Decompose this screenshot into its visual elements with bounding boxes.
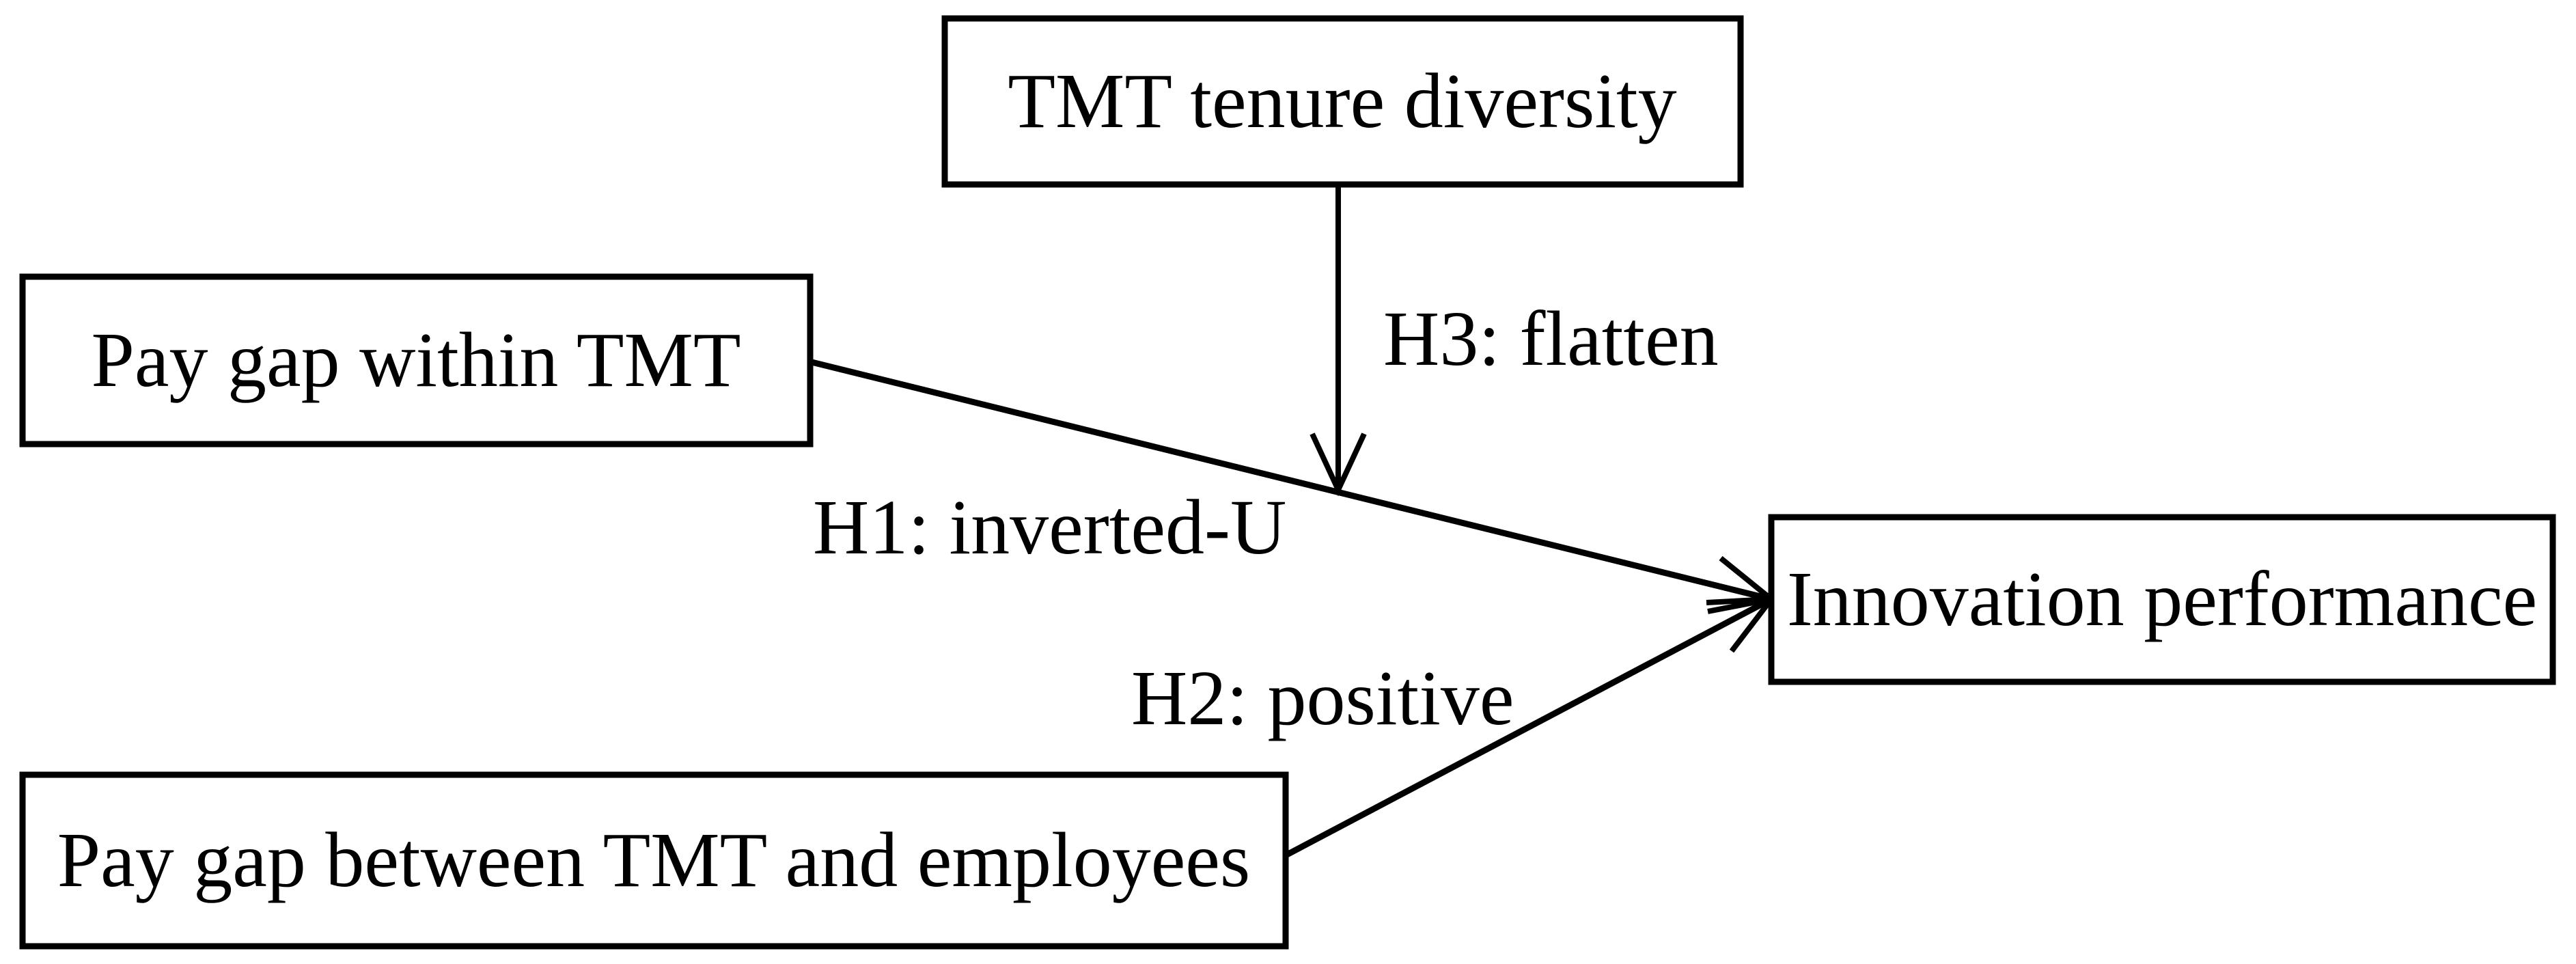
- node-label: Pay gap within TMT: [91, 316, 740, 403]
- node-label: Innovation performance: [1787, 555, 2537, 642]
- node-innovation-performance: Innovation performance: [1768, 514, 2556, 685]
- node-label: Pay gap between TMT and employees: [57, 816, 1251, 903]
- edge-label-h1: H1: inverted-U: [813, 484, 1286, 570]
- edge-h1-line: [805, 357, 1773, 603]
- node-box: [19, 273, 814, 447]
- node-box: [19, 771, 1289, 950]
- node-pay-gap-within-tmt: Pay gap within TMT: [19, 273, 814, 447]
- edge-h3: [1310, 183, 1367, 497]
- node-tmt-tenure-diversity: TMT tenure diversity: [941, 15, 1744, 188]
- edge-label-h3: H3: flatten: [1383, 295, 1719, 382]
- edge-h3-arrowhead-icon: [1310, 432, 1367, 497]
- edge-label-h2: H2: positive: [1131, 655, 1514, 741]
- node-box: [941, 15, 1744, 188]
- node-box: [1768, 514, 2556, 685]
- edge-h2-line: [1282, 596, 1773, 859]
- node-pay-gap-between-tmt-and-employees: Pay gap between TMT and employees: [19, 771, 1289, 950]
- node-label: TMT tenure diversity: [1008, 57, 1676, 144]
